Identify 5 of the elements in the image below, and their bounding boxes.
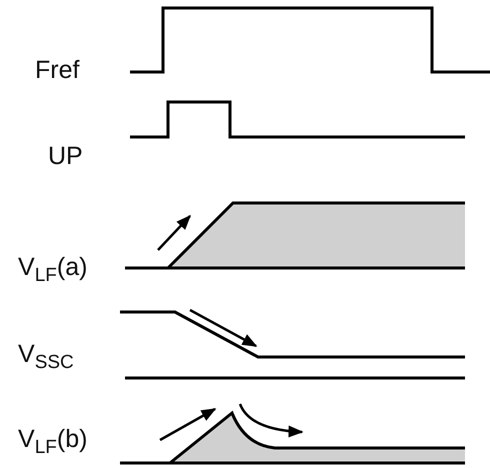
- signal-label: V$_{LF}$(b): [18, 427, 88, 457]
- signal-label: UP: [48, 144, 83, 169]
- signal-label: V$_{SSC}$: [18, 342, 74, 372]
- signal-label: V$_{LF}$(a): [18, 255, 88, 285]
- signal-label: Fref: [35, 58, 80, 83]
